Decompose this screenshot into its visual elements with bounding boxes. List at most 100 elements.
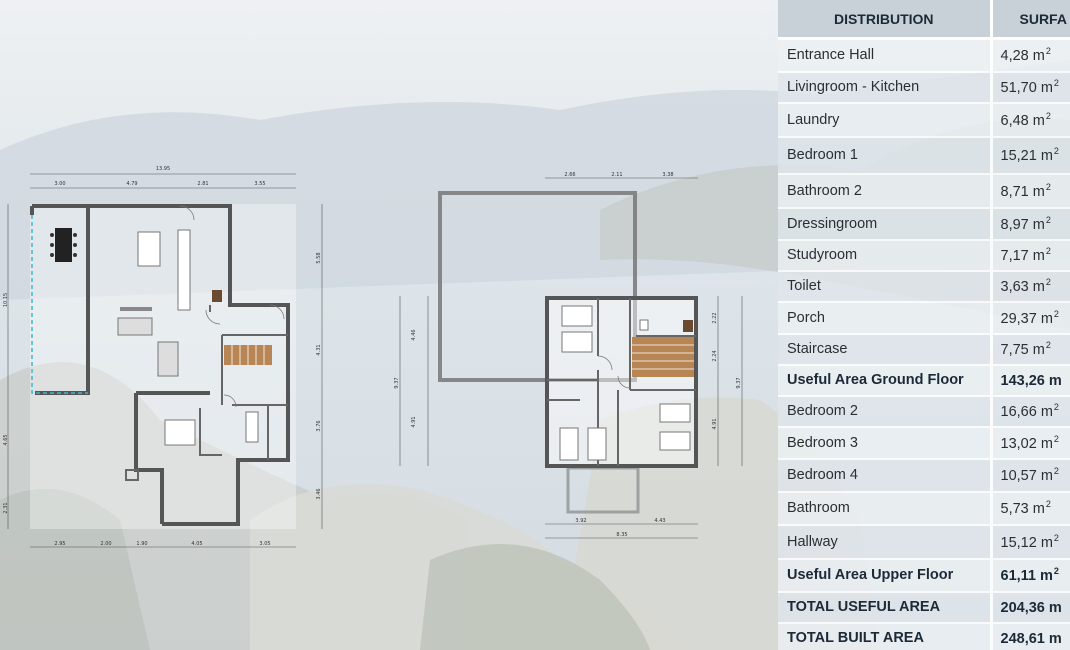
svg-text:5.58: 5.58 [316, 252, 322, 263]
surface-value: 143,26 m [1000, 373, 1062, 389]
square-unit-superscript: 2 [1053, 532, 1059, 543]
room-name-cell: Dressingroom [778, 207, 991, 241]
surface-value-cell: 16,66 m2 [989, 395, 1070, 428]
surface-value: 5,73 m [1000, 501, 1045, 517]
surface-value: 8,71 m [1000, 183, 1045, 200]
svg-text:8.35: 8.35 [616, 532, 627, 538]
room-name-cell: TOTAL BUILT AREA [778, 622, 991, 650]
table-row: Bathroom 5,73 m2 [778, 491, 1070, 526]
room-name-cell: Studyroom [778, 239, 991, 272]
surface-value: 13,02 m [1000, 435, 1053, 452]
floor-plans: 13.95 3.00 4.79 2.81 3.55 5.58 4.31 3.76… [3, 166, 743, 548]
surface-value-cell: 143,26 m [989, 364, 1070, 397]
surface-value: 61,11 m [1000, 568, 1053, 584]
surface-value-cell: 15,21 m2 [989, 136, 1070, 175]
upper-floor-dimensions: 2.66 2.11 3.38 9.37 4.46 4.91 2.22 2.24 … [394, 172, 742, 538]
svg-text:1.90: 1.90 [136, 541, 147, 547]
surface-value-cell: 61,11 m2 [989, 558, 1070, 593]
svg-text:4.05: 4.05 [191, 541, 202, 547]
surface-value: 10,57 m [1000, 468, 1053, 484]
surface-value: 15,21 m [1000, 148, 1053, 164]
surface-value: 29,37 m [1000, 310, 1053, 327]
svg-text:9.37: 9.37 [736, 377, 742, 388]
surface-value: 51,70 m [1000, 80, 1053, 96]
room-name-cell: Livingroom - Kitchen [778, 71, 991, 104]
surface-value: 204,36 m [1000, 600, 1062, 616]
total-width-dim: 13.95 [156, 166, 170, 172]
square-unit-superscript: 2 [1053, 146, 1059, 156]
surface-value: 248,61 m [1000, 631, 1062, 647]
svg-text:4.91: 4.91 [712, 418, 718, 429]
surface-value-cell: 13,02 m2 [989, 426, 1070, 460]
square-unit-superscript: 2 [1045, 246, 1051, 256]
surface-value-cell: 7,75 m2 [989, 333, 1070, 366]
ground-floor-dimensions: 13.95 3.00 4.79 2.81 3.55 5.58 4.31 3.76… [3, 166, 322, 547]
surface-value-cell: 51,70 m2 [989, 71, 1070, 104]
surface-value: 7,75 m [1000, 342, 1045, 358]
svg-text:4.43: 4.43 [654, 518, 665, 524]
distribution-header: DISTRIBUTION [778, 0, 991, 40]
svg-text:3.05: 3.05 [259, 541, 270, 547]
surface-value-cell: 8,71 m2 [989, 173, 1070, 209]
square-unit-superscript: 2 [1045, 110, 1051, 121]
surface-value-cell: 15,12 m2 [989, 524, 1070, 560]
table-row: Useful Area Ground Floor 143,26 m [778, 364, 1070, 397]
square-unit-superscript: 2 [1053, 433, 1059, 444]
svg-text:4.65: 4.65 [3, 434, 9, 445]
surface-value: 8,97 m [1000, 216, 1045, 233]
room-name-cell: Entrance Hall [778, 38, 991, 73]
room-name-cell: Bedroom 4 [778, 458, 991, 493]
surface-value-cell: 6,48 m2 [989, 102, 1070, 138]
svg-text:10.15: 10.15 [3, 293, 9, 307]
svg-text:2.31: 2.31 [3, 502, 9, 513]
square-unit-superscript: 2 [1045, 340, 1051, 350]
square-unit-superscript: 2 [1053, 566, 1059, 576]
svg-text:2.95: 2.95 [54, 541, 65, 547]
surface-value: 16,66 m [1000, 404, 1053, 420]
svg-text:2.66: 2.66 [564, 172, 575, 178]
svg-text:9.37: 9.37 [394, 377, 400, 388]
svg-text:3.38: 3.38 [662, 172, 673, 178]
upper-floor-plan: 2.66 2.11 3.38 9.37 4.46 4.91 2.22 2.24 … [394, 172, 743, 539]
svg-text:3.46: 3.46 [316, 488, 322, 499]
square-unit-superscript: 2 [1053, 402, 1059, 412]
surface-value-cell: 3,63 m2 [989, 270, 1070, 303]
room-name-cell: Bathroom 2 [778, 173, 991, 209]
surface-value: 7,17 m [1000, 248, 1045, 264]
room-name-cell: Bathroom [778, 491, 991, 526]
surface-value-cell: 29,37 m2 [989, 301, 1070, 335]
svg-text:4.31: 4.31 [316, 344, 322, 355]
room-name-cell: Laundry [778, 102, 991, 138]
room-name-cell: Toilet [778, 270, 991, 303]
svg-text:3.92: 3.92 [575, 518, 586, 524]
ground-floor-plan: 13.95 3.00 4.79 2.81 3.55 5.58 4.31 3.76… [3, 166, 323, 548]
surface-value-cell: 7,17 m2 [989, 239, 1070, 272]
surface-value-cell: 204,36 m [989, 591, 1070, 624]
square-unit-superscript: 2 [1053, 466, 1059, 476]
room-name-cell: Bedroom 1 [778, 136, 991, 175]
svg-text:2.00: 2.00 [100, 541, 111, 547]
room-name-cell: Useful Area Ground Floor [778, 364, 991, 397]
surface-value: 15,12 m [1000, 534, 1053, 551]
square-unit-superscript: 2 [1045, 499, 1051, 509]
surface-header: SURFA [989, 0, 1070, 40]
svg-text:4.79: 4.79 [126, 181, 137, 187]
room-name-cell: Bedroom 3 [778, 426, 991, 460]
surface-value-cell: 8,97 m2 [989, 207, 1070, 241]
surface-value: 4,28 m [1000, 48, 1045, 65]
surface-value-cell: 10,57 m2 [989, 458, 1070, 493]
